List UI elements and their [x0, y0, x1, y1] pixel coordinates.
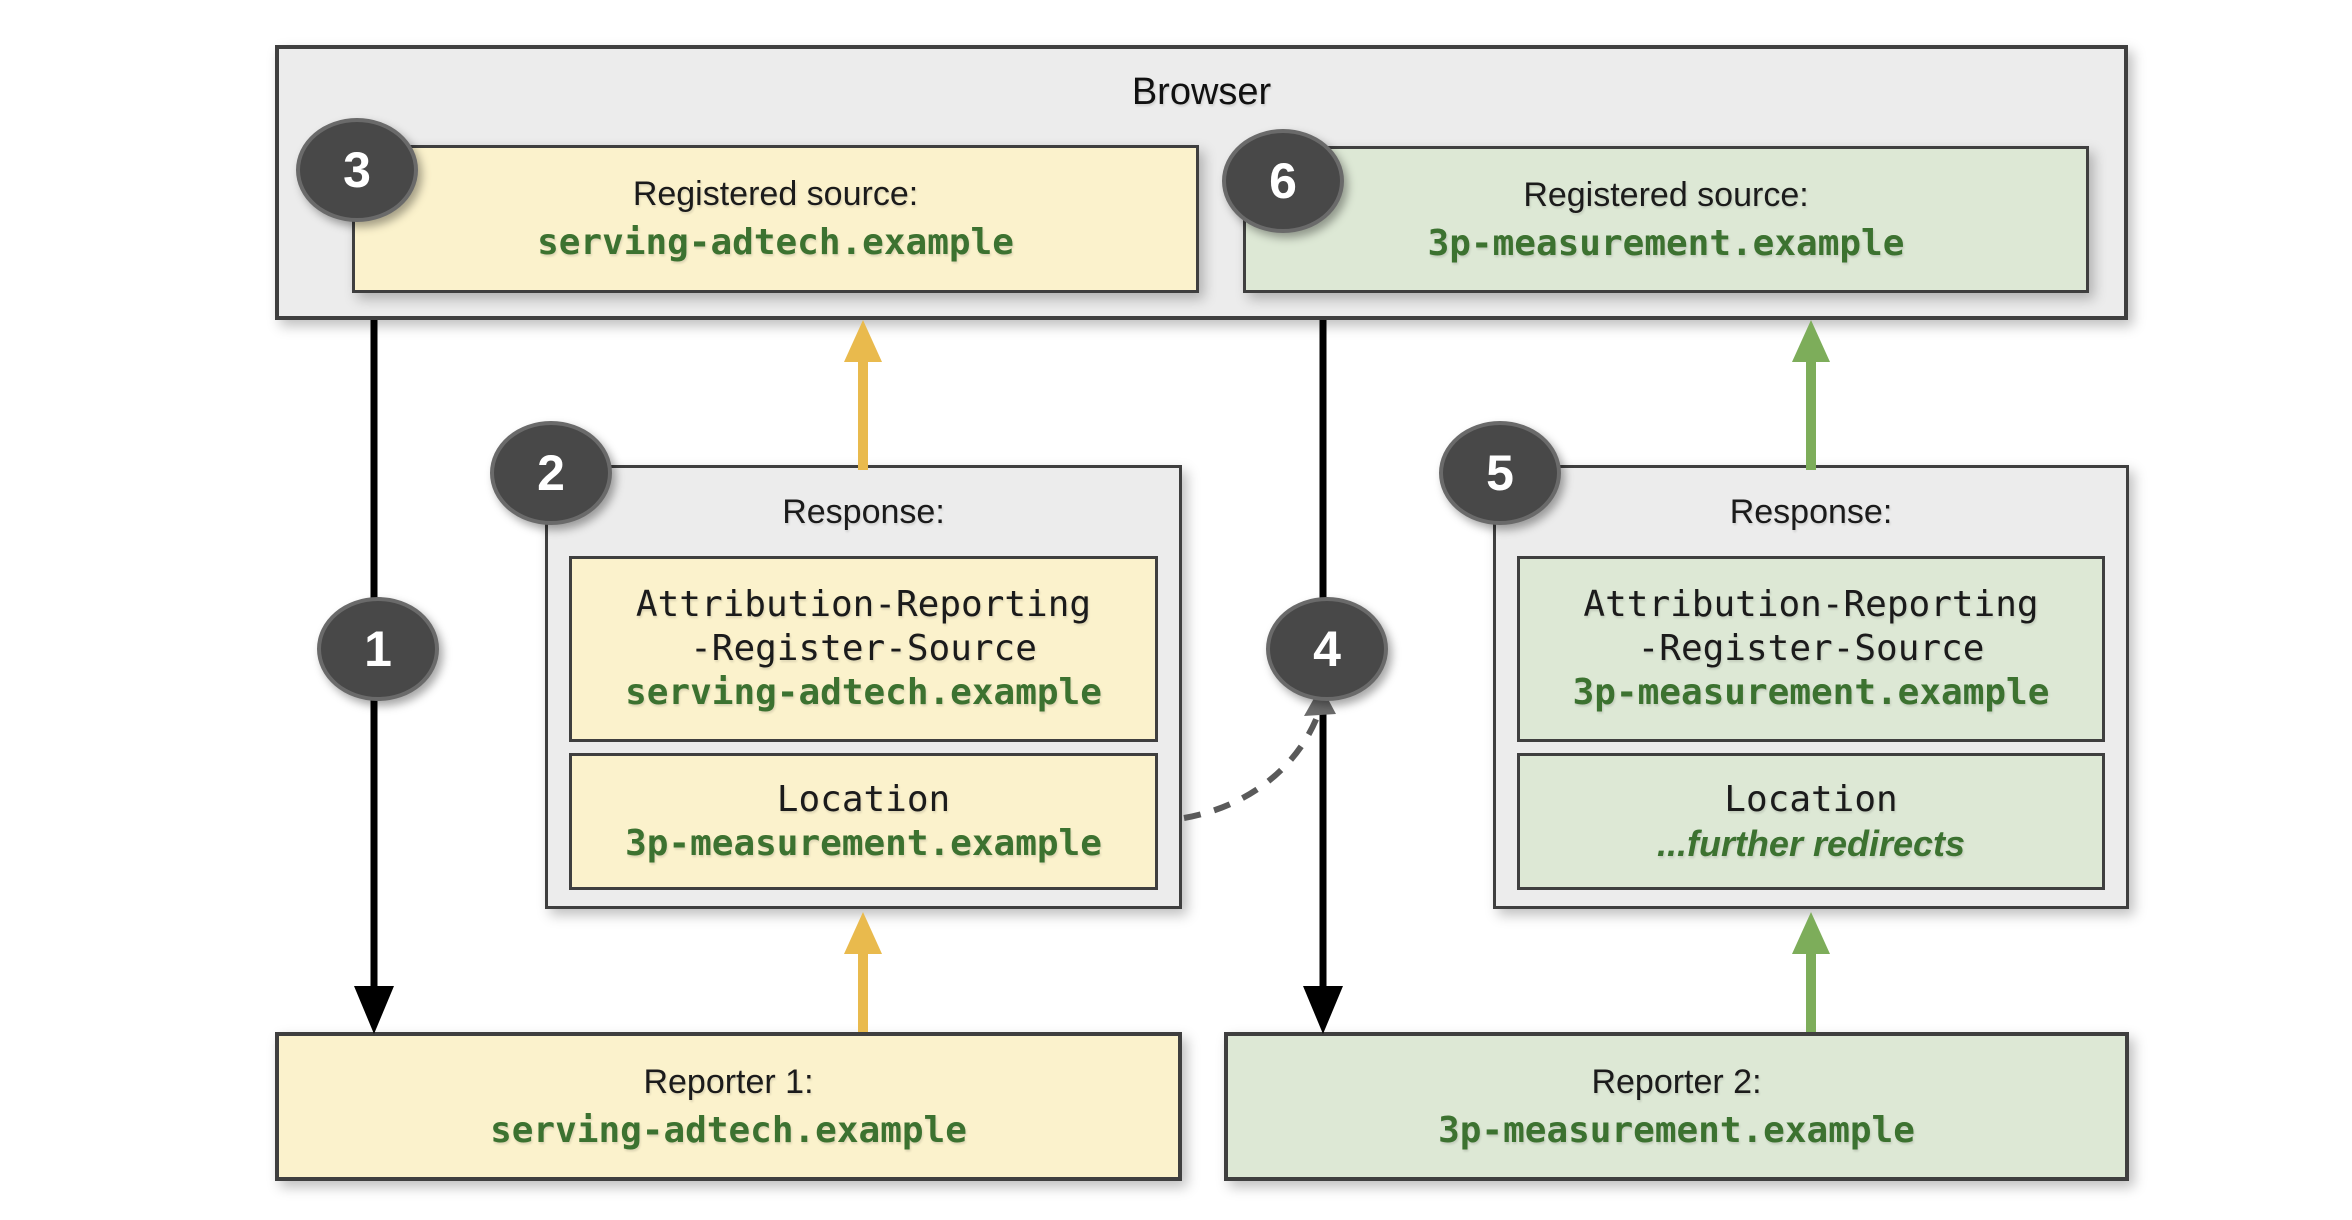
response-1-location-label: Location — [776, 778, 951, 820]
arrow-location-redirect-dashed — [1183, 686, 1336, 821]
reporter-1-domain: serving-adtech.example — [490, 1109, 967, 1151]
registered-source-2-box: Registered source: 3p-measurement.exampl… — [1243, 146, 2089, 293]
step-badge-2: 2 — [490, 421, 612, 525]
step-badge-3: 3 — [296, 118, 418, 222]
step-badge-1: 1 — [317, 597, 439, 701]
registered-source-2-label: Registered source: — [1523, 175, 1809, 214]
response-1-header-line1: Attribution-Reporting — [635, 584, 1092, 625]
response-1-header-box: Attribution-Reporting -Register-Source s… — [569, 556, 1158, 742]
response-2-header-line2: -Register-Source — [1637, 628, 1985, 669]
registered-source-1-label: Registered source: — [632, 175, 919, 213]
registered-source-1-domain: serving-adtech.example — [537, 222, 1014, 263]
response-2-header-box: Attribution-Reporting -Register-Source 3… — [1517, 556, 2105, 742]
response-1-header-line2: -Register-Source — [690, 628, 1037, 669]
reporter-1-box: Reporter 1: serving-adtech.example — [275, 1032, 1182, 1181]
response-1-header-domain: serving-adtech.example — [625, 672, 1102, 713]
step-badge-6: 6 — [1222, 129, 1344, 233]
response-2-location-label: Location — [1724, 778, 1898, 820]
response-2-box: Response: Attribution-Reporting -Registe… — [1493, 465, 2129, 909]
response-1-title: Response: — [782, 492, 945, 531]
arrow-response1-to-browser — [844, 320, 882, 470]
arrow-reporter2-to-response2 — [1792, 912, 1830, 1032]
step-badge-4: 4 — [1266, 597, 1388, 701]
reporter-2-domain: 3p-measurement.example — [1438, 1109, 1915, 1151]
response-1-location-value: 3p-measurement.example — [625, 822, 1102, 864]
response-2-header-line1: Attribution-Reporting — [1583, 584, 2039, 625]
response-1-box: Response: Attribution-Reporting -Registe… — [545, 465, 1182, 909]
response-1-location-box: Location 3p-measurement.example — [569, 753, 1158, 890]
reporter-2-box: Reporter 2: 3p-measurement.example — [1224, 1032, 2129, 1181]
reporter-2-label: Reporter 2: — [1591, 1062, 1762, 1101]
browser-title: Browser — [1131, 71, 1272, 113]
registered-source-1-box: Registered source: serving-adtech.exampl… — [352, 145, 1199, 293]
response-2-title: Response: — [1729, 492, 1893, 531]
response-2-header-domain: 3p-measurement.example — [1572, 672, 2050, 713]
response-2-location-value: ...further redirects — [1656, 822, 1966, 864]
registered-source-2-domain: 3p-measurement.example — [1427, 222, 1905, 264]
response-2-location-box: Location ...further redirects — [1517, 753, 2105, 890]
arrow-response2-to-browser — [1792, 320, 1830, 470]
step-badge-5: 5 — [1439, 421, 1561, 525]
reporter-1-label: Reporter 1: — [643, 1062, 814, 1101]
arrow-reporter1-to-response1 — [844, 912, 882, 1032]
